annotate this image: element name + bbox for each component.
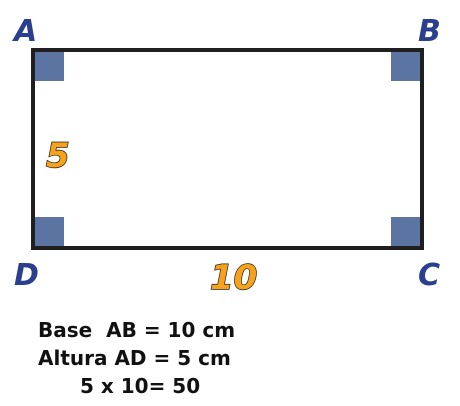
vertex-label-d: D — [14, 258, 39, 293]
vertex-label-c: C — [418, 258, 440, 293]
height-measure-label: 5 — [46, 136, 70, 176]
vertex-label-a: A — [12, 14, 37, 49]
calc-base-line: Base AB = 10 cm — [38, 318, 236, 342]
base-measure-label: 10 — [210, 258, 257, 298]
right-angle-marker-a — [35, 52, 64, 81]
right-angle-marker-b — [391, 52, 420, 81]
calc-area-line: 5 x 10= 50 — [80, 374, 201, 398]
vertex-label-b: B — [418, 14, 441, 49]
right-angle-marker-c — [391, 217, 420, 246]
right-angle-marker-d — [35, 217, 64, 246]
calc-height-line: Altura AD = 5 cm — [38, 346, 231, 370]
rectangle-abcd — [31, 48, 424, 250]
